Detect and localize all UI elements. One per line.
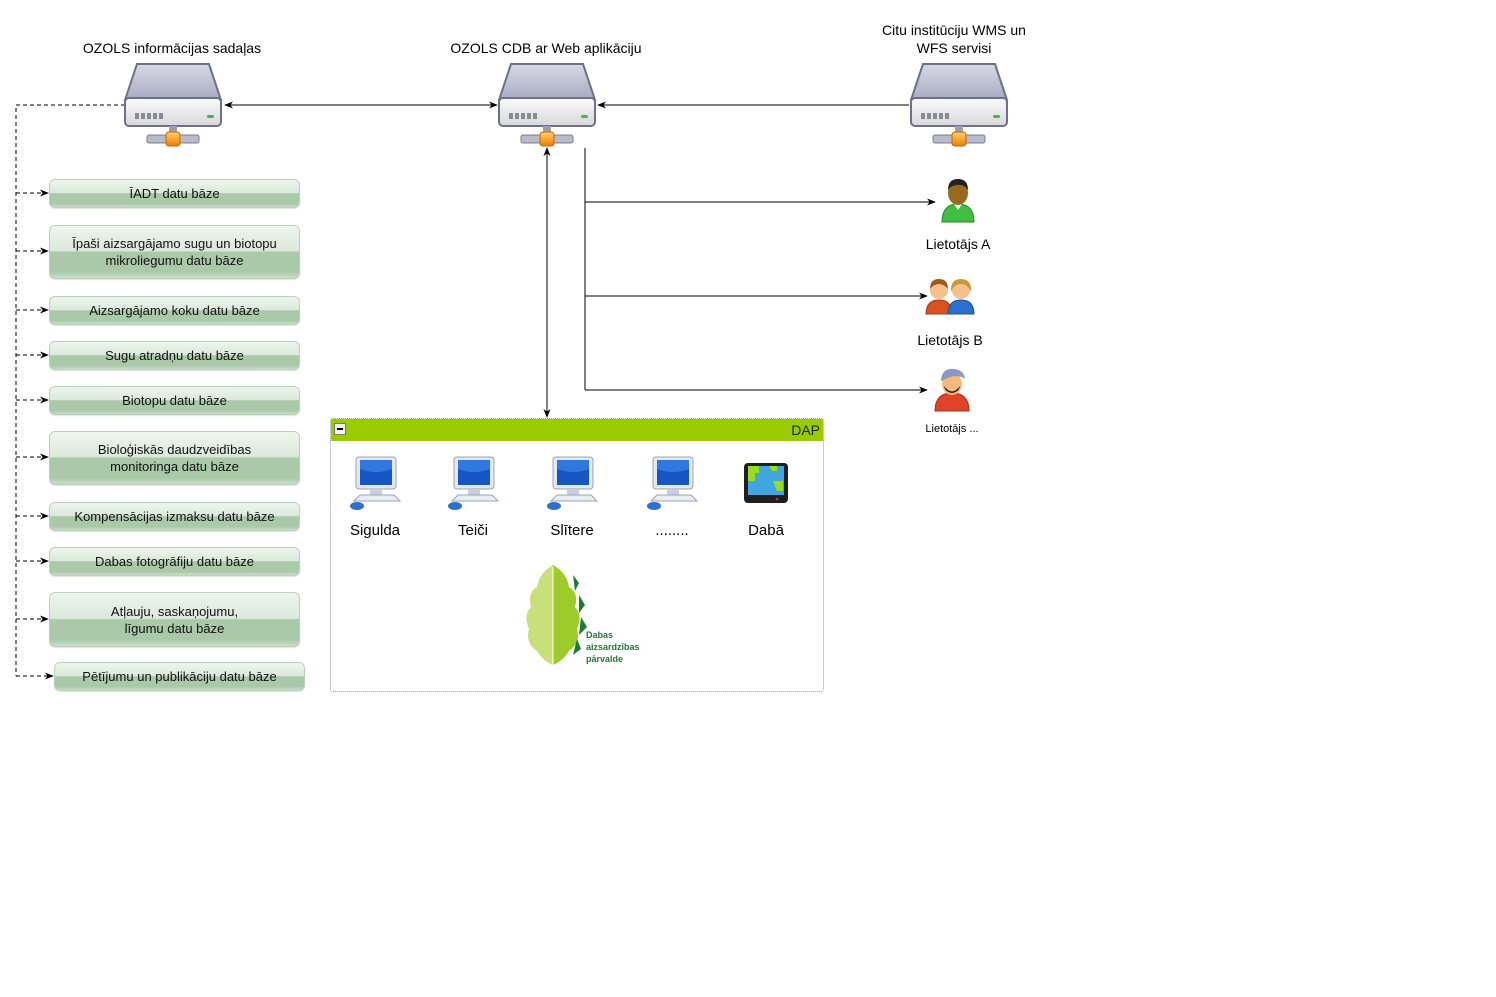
database-label: Biotopu datu bāze xyxy=(122,393,227,408)
user-label: Lietotājs A xyxy=(925,236,991,252)
user-group-icon xyxy=(925,279,975,315)
dap-node-sigulda[interactable]: Sigulda xyxy=(335,455,415,539)
database-label: mikroliegumu datu bāze xyxy=(105,253,244,268)
database-label: ĪADT datu bāze xyxy=(129,186,220,201)
database-box[interactable]: Aizsargājamo koku datu bāze xyxy=(49,296,300,325)
server-icon[interactable] xyxy=(909,62,1009,148)
database-label: Aizsargājamo koku datu bāze xyxy=(89,303,260,318)
database-box[interactable]: Pētījumu un publikāciju datu bāze xyxy=(54,662,305,691)
server-label-external-line2: WFS servisi xyxy=(916,40,992,56)
database-label: Bioloģiskās daudzveidības xyxy=(97,442,252,457)
computer-icon xyxy=(350,456,402,510)
dap-node-more[interactable]: ........ xyxy=(632,455,712,539)
dap-panel: DAP Sigulda Teiči xyxy=(330,418,824,692)
logo-line: aizsardzības xyxy=(586,642,640,652)
server-label-external: Citu institūciju WMS un WFS servisi xyxy=(854,21,1054,57)
database-label: Pētījumu un publikāciju datu bāze xyxy=(82,669,277,684)
server-label-cdb: OZOLS CDB ar Web aplikāciju xyxy=(450,40,642,56)
database-label: monitoringa datu bāze xyxy=(110,459,239,474)
server-label-info-sections: OZOLS informācijas sadaļas xyxy=(82,40,262,56)
dap-node-label: Dabā xyxy=(748,522,784,539)
oak-leaf-icon xyxy=(526,565,587,665)
database-label: Kompensācijas izmaksu datu bāze xyxy=(74,509,275,524)
computer-icon xyxy=(547,456,599,510)
gps-device-icon xyxy=(744,463,788,503)
database-box[interactable]: Atļauju, saskaņojumu,līgumu datu bāze xyxy=(49,592,300,647)
dabas-aizsardzibas-parvalde-logo: Dabas aizsardzības pārvalde xyxy=(521,563,651,667)
computer-icon xyxy=(647,456,699,510)
database-label: Īpaši aizsargājamo sugu un biotopu xyxy=(72,236,277,251)
logo-line: pārvalde xyxy=(586,654,624,664)
database-box[interactable]: ĪADT datu bāze xyxy=(49,179,300,208)
dap-node-label: Teiči xyxy=(457,522,488,539)
computer-icon xyxy=(448,456,500,510)
server-icon[interactable] xyxy=(497,62,597,148)
dap-node-slitere[interactable]: Slītere xyxy=(532,455,612,539)
database-label: Sugu atradņu datu bāze xyxy=(105,348,244,363)
logo-line: Dabas xyxy=(586,630,614,640)
database-box[interactable]: Īpaši aizsargājamo sugu un biotopu mikrol… xyxy=(49,225,300,279)
dap-node-label: Sigulda xyxy=(349,522,401,539)
user-label: Lietotājs B xyxy=(917,332,983,348)
user-a[interactable]: Lietotājs A xyxy=(908,178,1008,253)
collapse-button[interactable] xyxy=(334,423,346,435)
database-box[interactable]: Kompensācijas izmaksu datu bāze xyxy=(49,502,300,531)
user-b[interactable]: Lietotājs B xyxy=(900,276,1000,349)
dap-title: DAP xyxy=(791,422,820,438)
dap-node-label: Slītere xyxy=(550,522,594,539)
database-label: līgumu datu bāze xyxy=(124,620,225,636)
user-c[interactable]: Lietotājs ... xyxy=(902,366,1002,438)
database-label: Dabas fotogrāfiju datu bāze xyxy=(95,554,254,569)
user-green-icon xyxy=(941,179,975,223)
dap-node-label: ........ xyxy=(655,522,689,539)
database-box[interactable]: Biotopu datu bāze xyxy=(49,386,300,415)
database-box[interactable]: Bioloģiskās daudzveidības monitoringa dat… xyxy=(49,431,300,485)
user-label: Lietotājs ... xyxy=(925,423,979,435)
server-icon[interactable] xyxy=(123,62,223,148)
database-box[interactable]: Sugu atradņu datu bāze xyxy=(49,341,300,370)
dashed-trunk xyxy=(15,104,125,676)
user-pirate-icon xyxy=(934,368,970,412)
dap-node-daba[interactable]: Dabā xyxy=(726,455,806,539)
database-box[interactable]: Dabas fotogrāfiju datu bāze xyxy=(49,547,300,576)
dap-node-teici[interactable]: Teiči xyxy=(433,455,513,539)
database-label: Atļauju, saskaņojumu, xyxy=(110,603,239,619)
dap-header: DAP xyxy=(331,419,823,441)
server-label-external-line1: Citu institūciju WMS un xyxy=(882,22,1026,38)
